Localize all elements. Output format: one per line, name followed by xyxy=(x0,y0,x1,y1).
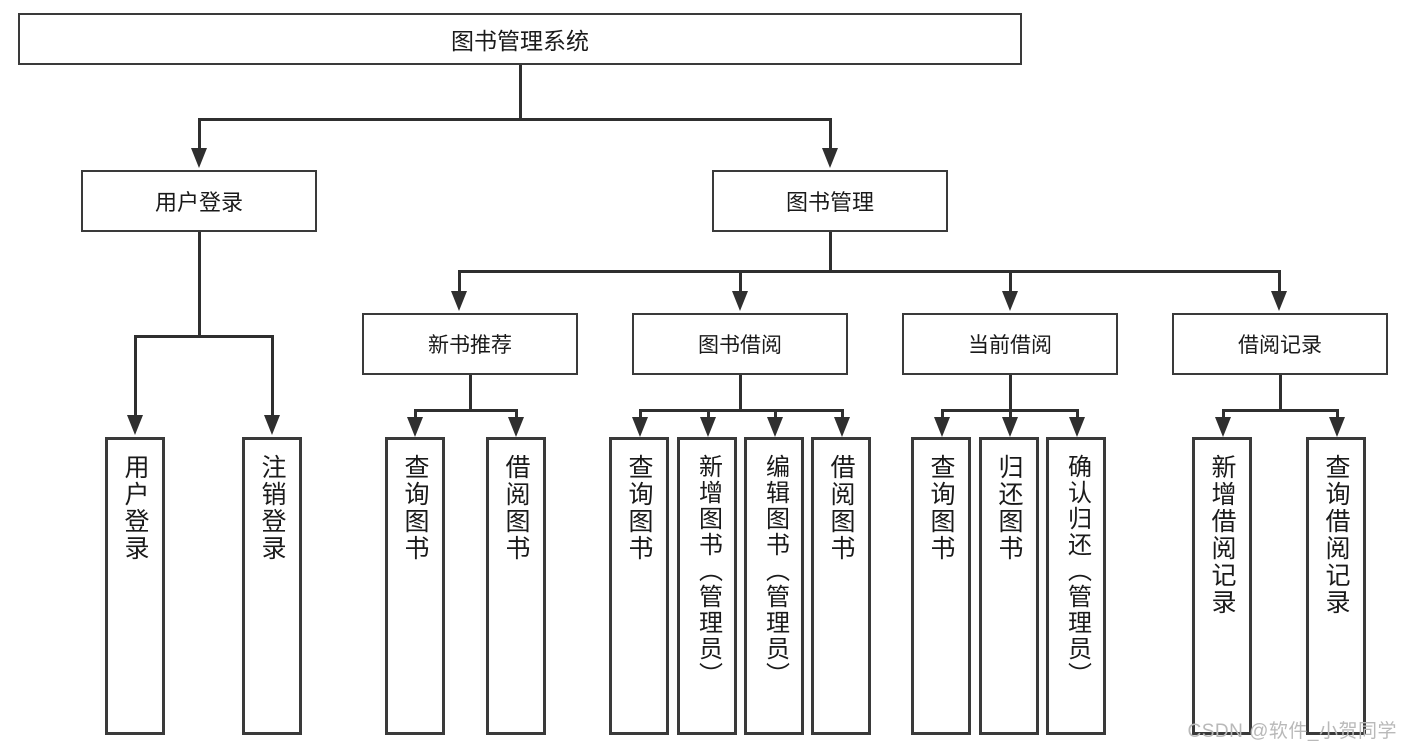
arrow-current-to-leaf1 xyxy=(934,417,950,437)
connector-root-bar xyxy=(198,118,831,121)
leaf-newbook-query-book[interactable]: 查询图书 xyxy=(385,437,445,735)
node-book-borrow[interactable]: 图书借阅 xyxy=(632,313,848,375)
connector-newbook-to-leaf1 xyxy=(414,409,417,420)
connector-current-to-leaf1 xyxy=(941,409,944,420)
connector-borrow-to-leaf3 xyxy=(774,409,777,420)
arrow-userlogin-to-leaf2 xyxy=(264,415,280,435)
arrow-bookmgmt-to-newbook xyxy=(451,291,467,311)
leaf-record-add-record[interactable]: 新增借阅记录 xyxy=(1192,437,1252,735)
arrow-borrow-to-leaf1 xyxy=(632,417,648,437)
arrow-bookmgmt-to-borrow xyxy=(732,291,748,311)
node-user-login[interactable]: 用户登录 xyxy=(81,170,317,232)
connector-current-to-leaf2 xyxy=(1009,409,1012,420)
connector-root-to-bookmgmt xyxy=(829,118,832,150)
arrow-bookmgmt-to-current xyxy=(1002,291,1018,311)
arrow-newbook-to-leaf2 xyxy=(508,417,524,437)
connector-userlogin-to-leaf2 xyxy=(271,335,274,417)
leaf-borrow-edit-book-admin[interactable]: 编辑图书（管理员） xyxy=(744,437,804,735)
connector-root-to-userlogin xyxy=(198,118,201,150)
leaf-current-query-book[interactable]: 查询图书 xyxy=(911,437,971,735)
leaf-label: 借阅图书 xyxy=(827,454,855,562)
connector-userlogin-stem xyxy=(198,232,201,335)
node-label: 图书借阅 xyxy=(698,334,782,357)
leaf-label: 查询图书 xyxy=(927,454,955,562)
node-book-management[interactable]: 图书管理 xyxy=(712,170,948,232)
connector-bookmgmt-to-borrow xyxy=(739,270,742,293)
connector-current-to-leaf3 xyxy=(1076,409,1079,420)
arrow-bookmgmt-to-record xyxy=(1271,291,1287,311)
connector-userlogin-bar xyxy=(134,335,273,338)
csdn-watermark: CSDN @软件_小贺同学 xyxy=(1187,721,1397,742)
leaf-record-query-record[interactable]: 查询借阅记录 xyxy=(1306,437,1366,735)
leaf-label: 查询借阅记录 xyxy=(1322,454,1350,616)
connector-bookmgmt-stem xyxy=(829,232,832,270)
leaf-current-return-book[interactable]: 归还图书 xyxy=(979,437,1039,735)
arrow-newbook-to-leaf1 xyxy=(407,417,423,437)
connector-record-to-leaf1 xyxy=(1222,409,1225,420)
connector-newbook-stem xyxy=(469,375,472,409)
arrow-userlogin-to-leaf1 xyxy=(127,415,143,435)
connector-borrow-stem xyxy=(739,375,742,409)
connector-borrow-to-leaf2 xyxy=(707,409,710,420)
connector-newbook-bar xyxy=(414,409,517,412)
arrow-current-to-leaf3 xyxy=(1069,417,1085,437)
connector-borrow-bar xyxy=(639,409,843,412)
node-label: 图书管理 xyxy=(785,190,874,215)
arrow-borrow-to-leaf4 xyxy=(834,417,850,437)
leaf-label: 查询图书 xyxy=(401,454,429,562)
leaf-user-logout[interactable]: 注销登录 xyxy=(242,437,302,735)
leaf-current-confirm-return-admin[interactable]: 确认归还（管理员） xyxy=(1046,437,1106,735)
leaf-borrow-query-book[interactable]: 查询图书 xyxy=(609,437,669,735)
connector-bookmgmt-to-record xyxy=(1278,270,1281,293)
connector-borrow-to-leaf1 xyxy=(639,409,642,420)
connector-record-to-leaf2 xyxy=(1336,409,1339,420)
leaf-label: 新增图书（管理员） xyxy=(694,454,722,688)
connector-userlogin-to-leaf1 xyxy=(134,335,137,417)
node-label: 借阅记录 xyxy=(1238,334,1322,357)
leaf-newbook-borrow-book[interactable]: 借阅图书 xyxy=(486,437,546,735)
connector-record-stem xyxy=(1279,375,1282,409)
leaf-label: 借阅图书 xyxy=(502,454,530,562)
connector-current-stem xyxy=(1009,375,1012,409)
node-label: 图书管理系统 xyxy=(451,28,589,54)
connector-newbook-to-leaf2 xyxy=(515,409,518,420)
leaf-label: 注销登录 xyxy=(258,454,286,562)
leaf-label: 用户登录 xyxy=(121,454,149,562)
arrow-current-to-leaf2 xyxy=(1002,417,1018,437)
arrow-borrow-to-leaf2 xyxy=(700,417,716,437)
arrow-root-to-bookmgmt xyxy=(822,148,838,168)
connector-bookmgmt-bar xyxy=(458,270,1280,273)
node-label: 当前借阅 xyxy=(968,334,1052,357)
node-root-system[interactable]: 图书管理系统 xyxy=(18,13,1022,65)
connector-bookmgmt-to-newbook xyxy=(458,270,461,293)
leaf-label: 确认归还（管理员） xyxy=(1063,454,1091,688)
leaf-label: 编辑图书（管理员） xyxy=(761,454,789,688)
node-label: 新书推荐 xyxy=(428,334,512,357)
leaf-label: 新增借阅记录 xyxy=(1208,454,1236,616)
node-label: 用户登录 xyxy=(154,190,243,215)
leaf-label: 归还图书 xyxy=(995,454,1023,562)
node-new-book-recommend[interactable]: 新书推荐 xyxy=(362,313,578,375)
node-borrow-record[interactable]: 借阅记录 xyxy=(1172,313,1388,375)
leaf-borrow-add-book-admin[interactable]: 新增图书（管理员） xyxy=(677,437,737,735)
connector-record-bar xyxy=(1222,409,1338,412)
arrow-root-to-userlogin xyxy=(191,148,207,168)
connector-bookmgmt-to-current xyxy=(1009,270,1012,293)
leaf-label: 查询图书 xyxy=(625,454,653,562)
arrow-record-to-leaf2 xyxy=(1329,417,1345,437)
connector-borrow-to-leaf4 xyxy=(841,409,844,420)
arrow-borrow-to-leaf3 xyxy=(767,417,783,437)
leaf-borrow-borrow-book[interactable]: 借阅图书 xyxy=(811,437,871,735)
connector-root-stem xyxy=(519,65,522,118)
leaf-user-login[interactable]: 用户登录 xyxy=(105,437,165,735)
arrow-record-to-leaf1 xyxy=(1215,417,1231,437)
node-current-borrow[interactable]: 当前借阅 xyxy=(902,313,1118,375)
